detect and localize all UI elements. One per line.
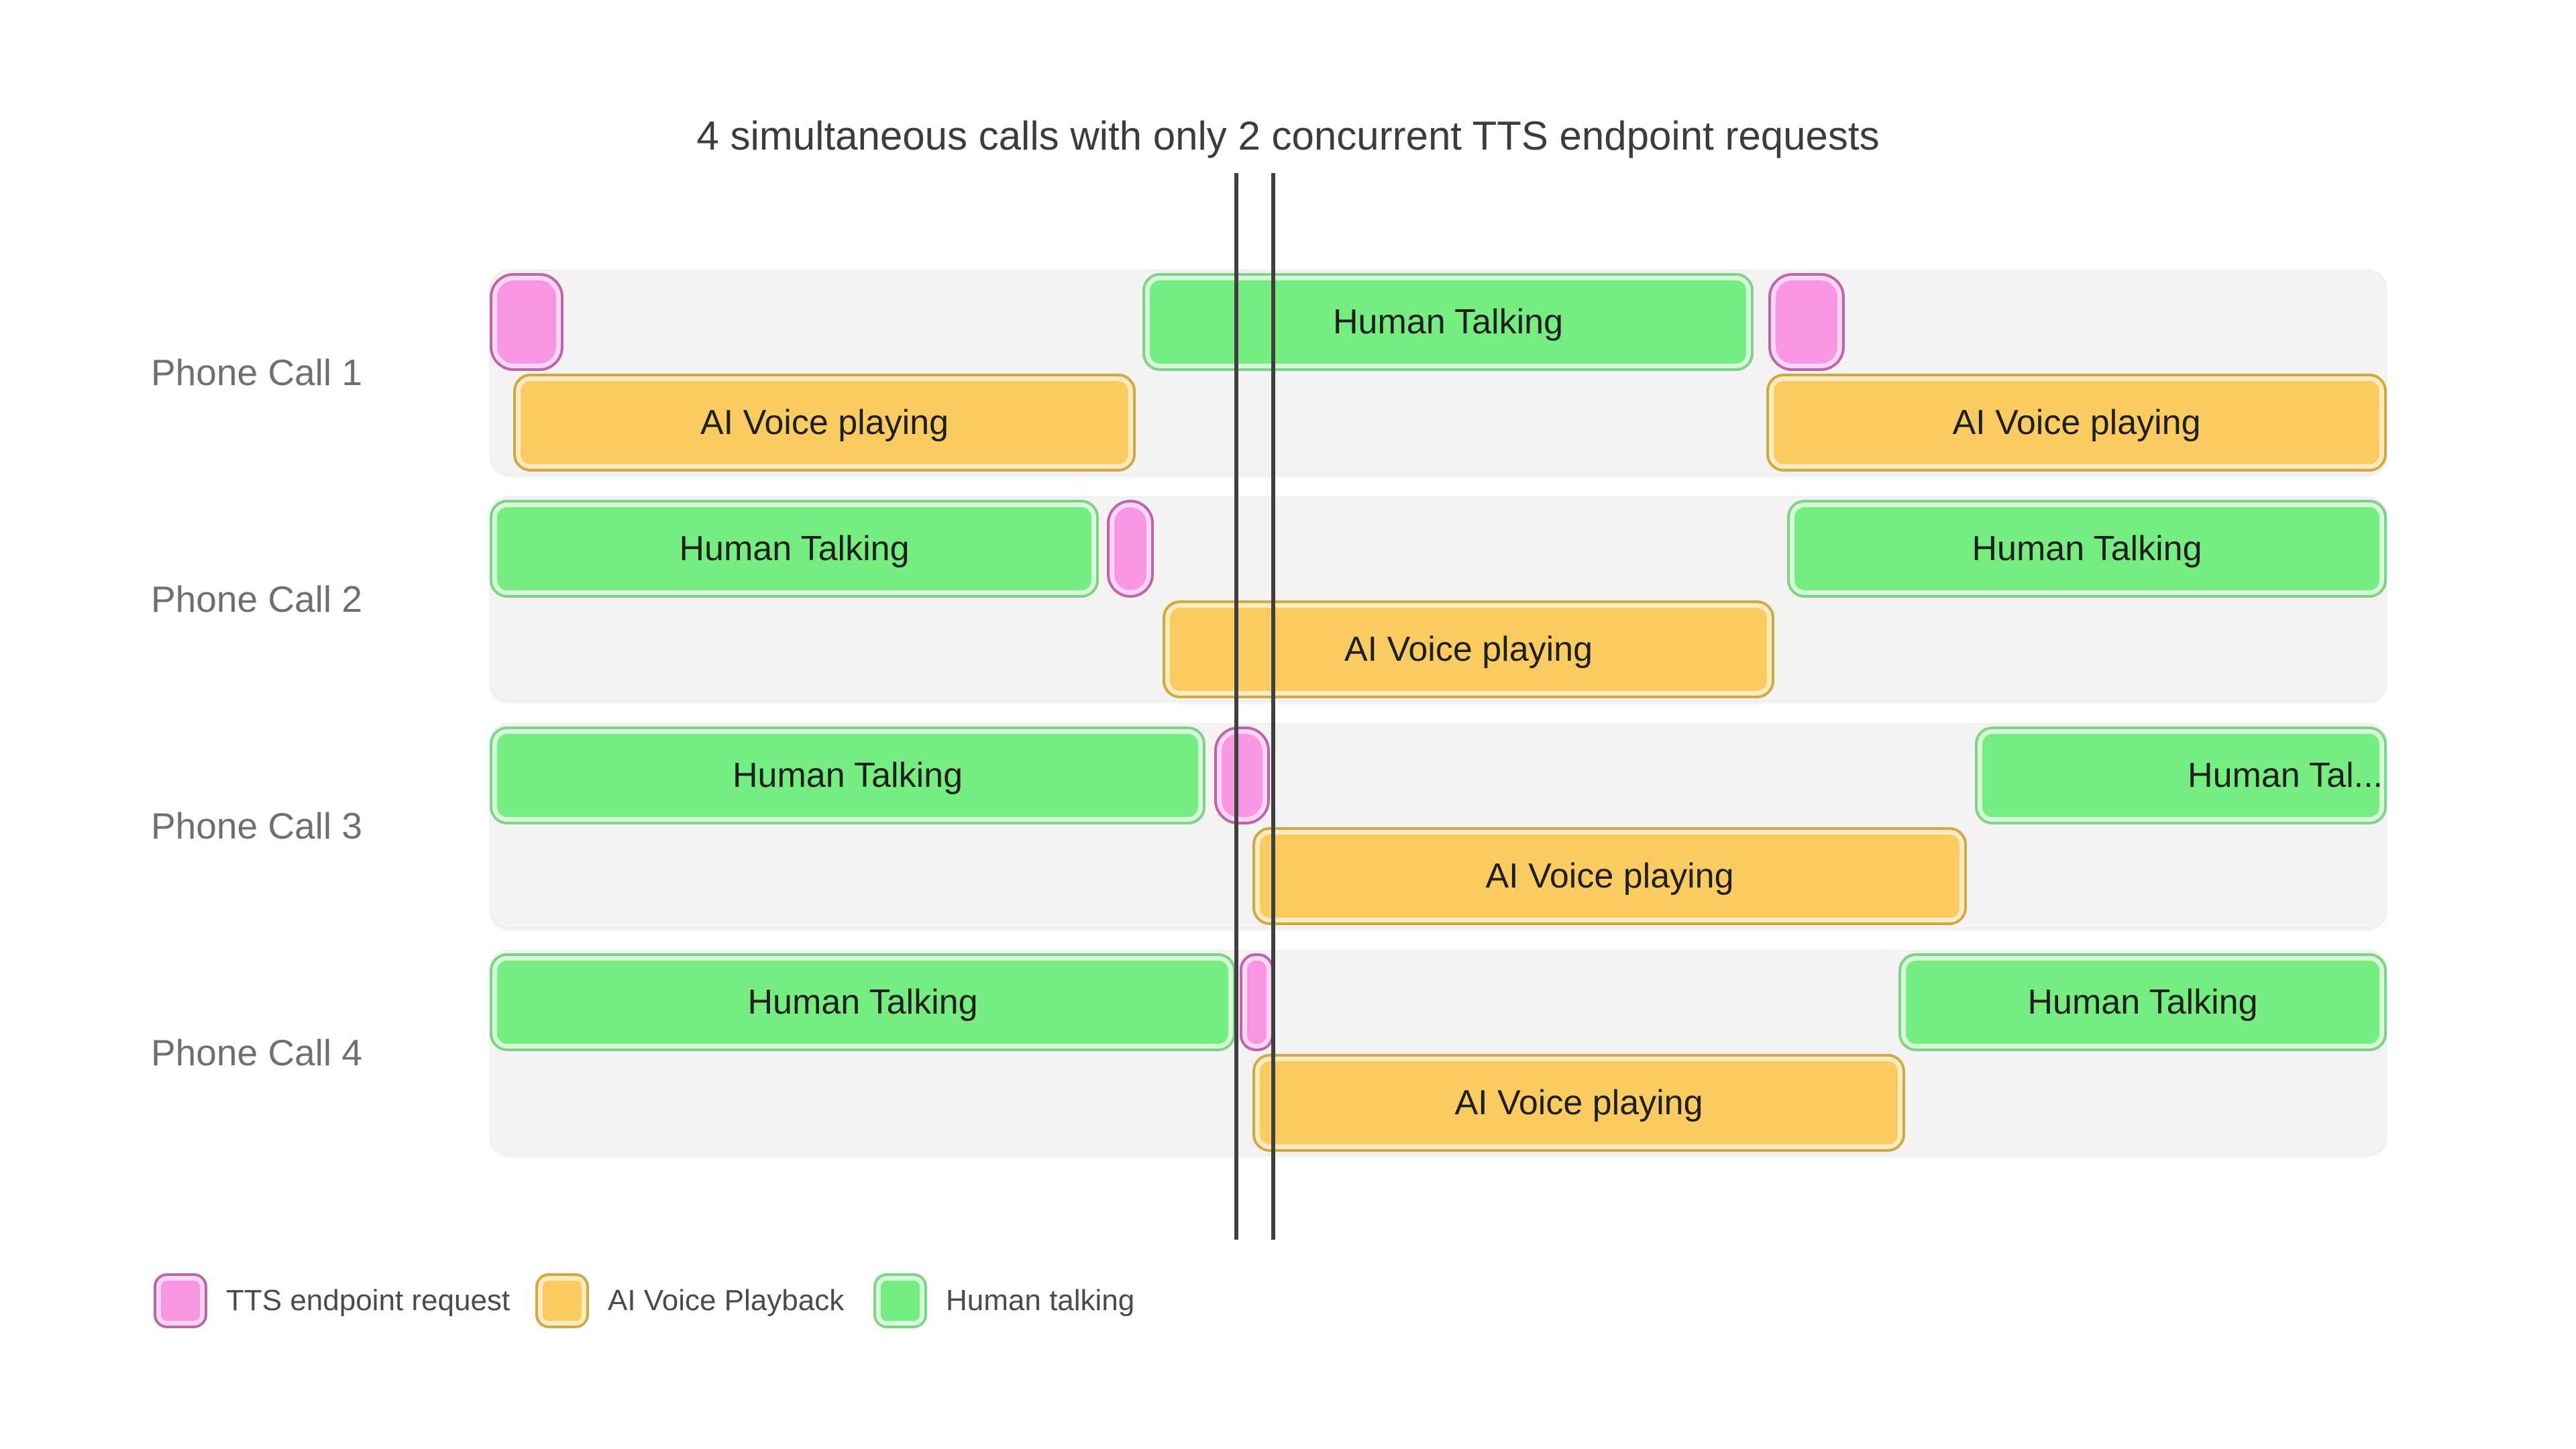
voice-legend-swatch-icon xyxy=(535,1273,589,1328)
legend-item-voice: AI Voice Playback xyxy=(535,1273,844,1328)
tts-request-bar xyxy=(1768,273,1845,371)
human-talking-bar-label: Human Talking xyxy=(747,983,978,1022)
legend-item-human: Human talking xyxy=(873,1273,1134,1328)
ai-voice-bar: AI Voice playing xyxy=(1252,827,1967,925)
legend-voice-label: AI Voice Playback xyxy=(608,1284,845,1317)
human-talking-bar: Human Talking xyxy=(1898,953,2387,1051)
legend-tts-label: TTS endpoint request xyxy=(226,1284,511,1317)
human-talking-bar: Human Talking xyxy=(1787,500,2387,598)
human-talking-bar-label: Human Talking xyxy=(2027,983,2258,1022)
ai-voice-bar-label: AI Voice playing xyxy=(1454,1083,1703,1122)
concurrency-line-right xyxy=(1271,173,1275,1240)
human-talking-bar-truncated: Human Tal... xyxy=(1975,727,2387,824)
ai-voice-bar: AI Voice playing xyxy=(513,374,1136,472)
phone-call-2-label: Phone Call 2 xyxy=(151,578,362,620)
ai-voice-bar-label: AI Voice playing xyxy=(700,403,949,442)
human-legend-swatch-icon xyxy=(873,1273,927,1328)
tts-request-bar xyxy=(1214,727,1270,824)
phone-call-4-label: Phone Call 4 xyxy=(151,1032,362,1073)
human-talking-bar: Human Talking xyxy=(490,953,1236,1051)
tts-request-bar xyxy=(490,273,564,371)
ai-voice-bar: AI Voice playing xyxy=(1163,600,1774,698)
tts-request-bar xyxy=(1107,500,1154,598)
phone-call-2-row: Phone Call 2 Human Talking AI Voice play… xyxy=(151,496,2387,702)
legend-human-label: Human talking xyxy=(946,1284,1135,1317)
phone-call-1-row: Phone Call 1 AI Voice playing Human Talk… xyxy=(151,270,2387,475)
diagram-title: 4 simultaneous calls with only 2 concurr… xyxy=(696,113,1880,158)
human-talking-bar: Human Talking xyxy=(1142,273,1754,371)
phone-call-3-row: Phone Call 3 Human Talking AI Voice play… xyxy=(151,723,2387,928)
concurrency-line-left xyxy=(1234,173,1238,1240)
ai-voice-bar-label: AI Voice playing xyxy=(1485,857,1734,896)
ai-voice-bar-label: AI Voice playing xyxy=(1344,630,1593,669)
tts-legend-swatch-icon xyxy=(154,1273,207,1328)
human-talking-bar-label: Human Talking xyxy=(1332,303,1563,341)
phone-call-4-row: Phone Call 4 Human Talking AI Voice play… xyxy=(151,950,2387,1155)
ai-voice-bar-label: AI Voice playing xyxy=(1952,403,2201,442)
legend-item-tts: TTS endpoint request xyxy=(154,1273,510,1328)
human-talking-bar-label: Human Talking xyxy=(679,529,910,568)
phone-call-1-label: Phone Call 1 xyxy=(151,352,362,393)
ai-voice-bar: AI Voice playing xyxy=(1252,1054,1905,1152)
human-talking-bar-label: Human Talking xyxy=(732,756,963,795)
human-talking-bar-label: Human Talking xyxy=(1972,529,2202,568)
tts-request-bar xyxy=(1240,953,1274,1051)
ai-voice-bar: AI Voice playing xyxy=(1766,374,2387,472)
phone-call-3-label: Phone Call 3 xyxy=(151,805,362,847)
human-talking-bar: Human Talking xyxy=(490,727,1205,824)
human-talking-bar: Human Talking xyxy=(490,500,1099,598)
human-talking-bar-label: Human Tal... xyxy=(2188,756,2383,795)
